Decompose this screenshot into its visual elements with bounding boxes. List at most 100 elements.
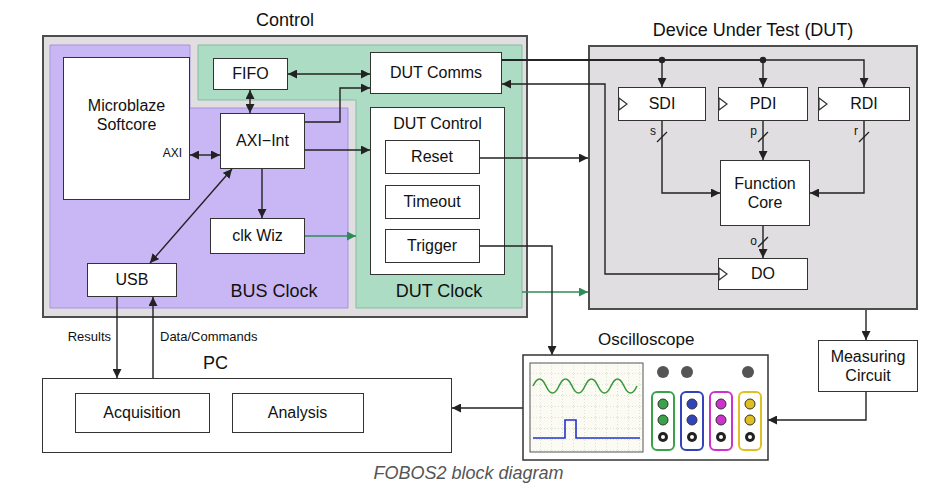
software-box: Acquisition [75, 393, 210, 433]
bus-width-slash [657, 132, 667, 142]
register-box: PDI [718, 87, 808, 121]
panel-title: Oscilloscope [598, 330, 694, 349]
control-group-box: ResetTimeoutTrigger DUT Control [370, 107, 505, 275]
probe-socket [745, 432, 755, 442]
region-label: DUT Clock [396, 281, 483, 301]
probe-socket [716, 415, 726, 425]
connector [762, 121, 763, 160]
oscilloscope-body [523, 355, 768, 460]
box-label: DO [751, 265, 775, 282]
junction-dot [659, 57, 665, 63]
knob [657, 366, 669, 378]
connector [261, 169, 262, 218]
probe-socket [690, 435, 694, 439]
box-label: Measuring Circuit [831, 348, 906, 384]
probe-socket [687, 415, 697, 425]
probe-socket [658, 415, 668, 425]
edge-label: s [650, 124, 656, 138]
box-label: Analysis [268, 404, 328, 421]
probe-socket [719, 435, 723, 439]
edge-label: p [750, 124, 757, 138]
analog-trace [533, 379, 637, 393]
box-label: clk Wiz [232, 227, 283, 244]
box-label: Trigger [407, 237, 457, 254]
edge-label: o [750, 234, 757, 248]
edge-label: Results [68, 329, 111, 344]
probe-socket [745, 415, 755, 425]
usb-box: USB [87, 263, 177, 297]
register-box: SDI [618, 87, 706, 121]
knob [681, 366, 693, 378]
box-label: USB [116, 271, 149, 288]
register-box: DO [718, 258, 808, 290]
connector [502, 60, 662, 87]
bus-width-slash [758, 237, 768, 247]
core-box: Function Core [720, 160, 810, 226]
circuit-box: Measuring Circuit [818, 340, 918, 392]
connector [662, 121, 720, 193]
box-label: RDI [850, 95, 878, 112]
probe-socket [745, 399, 755, 409]
oscilloscope: Oscilloscope [523, 355, 768, 460]
trigger-trace [533, 420, 640, 438]
control-panel: Microblaze SoftcoreAXI AXI−Int clk WizUSB B… [42, 35, 528, 318]
connector [502, 60, 864, 87]
box-label: Acquisition [103, 404, 180, 421]
clock-input-symbol [619, 98, 627, 110]
region-fill [198, 45, 522, 308]
comms-box: DUT Comms [370, 52, 502, 94]
oscilloscope-screen [530, 363, 643, 452]
bus-width-slash [859, 132, 869, 142]
connector [150, 169, 232, 263]
probe-socket [658, 399, 668, 409]
box-label: AXI−Int [236, 132, 289, 149]
box-label: Function Core [734, 175, 795, 211]
box-label: Reset [411, 148, 453, 165]
connector [249, 90, 250, 113]
clock-domain-region: FIFO DUT CommsResetTimeoutTrigger DUT Cont… [198, 45, 522, 308]
probe-socket [687, 399, 697, 409]
probe-socket [687, 432, 697, 442]
connector [810, 121, 864, 193]
probe-socket [748, 435, 752, 439]
connector [768, 392, 866, 420]
panel-title: Control [256, 10, 314, 30]
region-label: BUS Clock [230, 281, 317, 301]
register-box: RDI [818, 87, 910, 121]
connector [502, 84, 718, 274]
connector [305, 88, 370, 122]
connector [502, 60, 763, 87]
edge-label: Data/Commands [160, 329, 258, 344]
bus-label: AXI [163, 146, 182, 160]
channel-frame [681, 392, 703, 450]
clock-input-symbol [719, 268, 727, 280]
software-box: Analysis [232, 393, 364, 433]
connector [480, 246, 553, 355]
box-label: Microblaze Softcore [88, 97, 165, 133]
oscilloscope-grid [530, 363, 643, 452]
box-label: PDI [750, 95, 777, 112]
fifo-box: FIFO [213, 58, 288, 90]
connector [305, 149, 370, 150]
connector [305, 235, 356, 236]
connector [865, 310, 866, 340]
probe-socket [716, 432, 726, 442]
interface-box: AXI−Int [220, 113, 305, 169]
figure-caption: FOBOS2 block diagram [373, 463, 563, 483]
junction-dot [760, 57, 766, 63]
connector [452, 407, 523, 408]
box-label: Timeout [403, 193, 460, 210]
connector [762, 226, 763, 258]
group-heading: DUT Control [393, 115, 482, 132]
probe-socket [661, 435, 665, 439]
connector [480, 157, 589, 158]
box-label: DUT Comms [390, 64, 482, 81]
box-label: SDI [649, 95, 676, 112]
probe-socket [658, 432, 668, 442]
softcore-box: Microblaze SoftcoreAXI [63, 57, 190, 200]
box-label: FIFO [232, 65, 268, 82]
clock-box: clk Wiz [210, 218, 305, 254]
control-box: Trigger [385, 229, 480, 263]
probe-socket [716, 399, 726, 409]
channel-frame [739, 392, 761, 450]
